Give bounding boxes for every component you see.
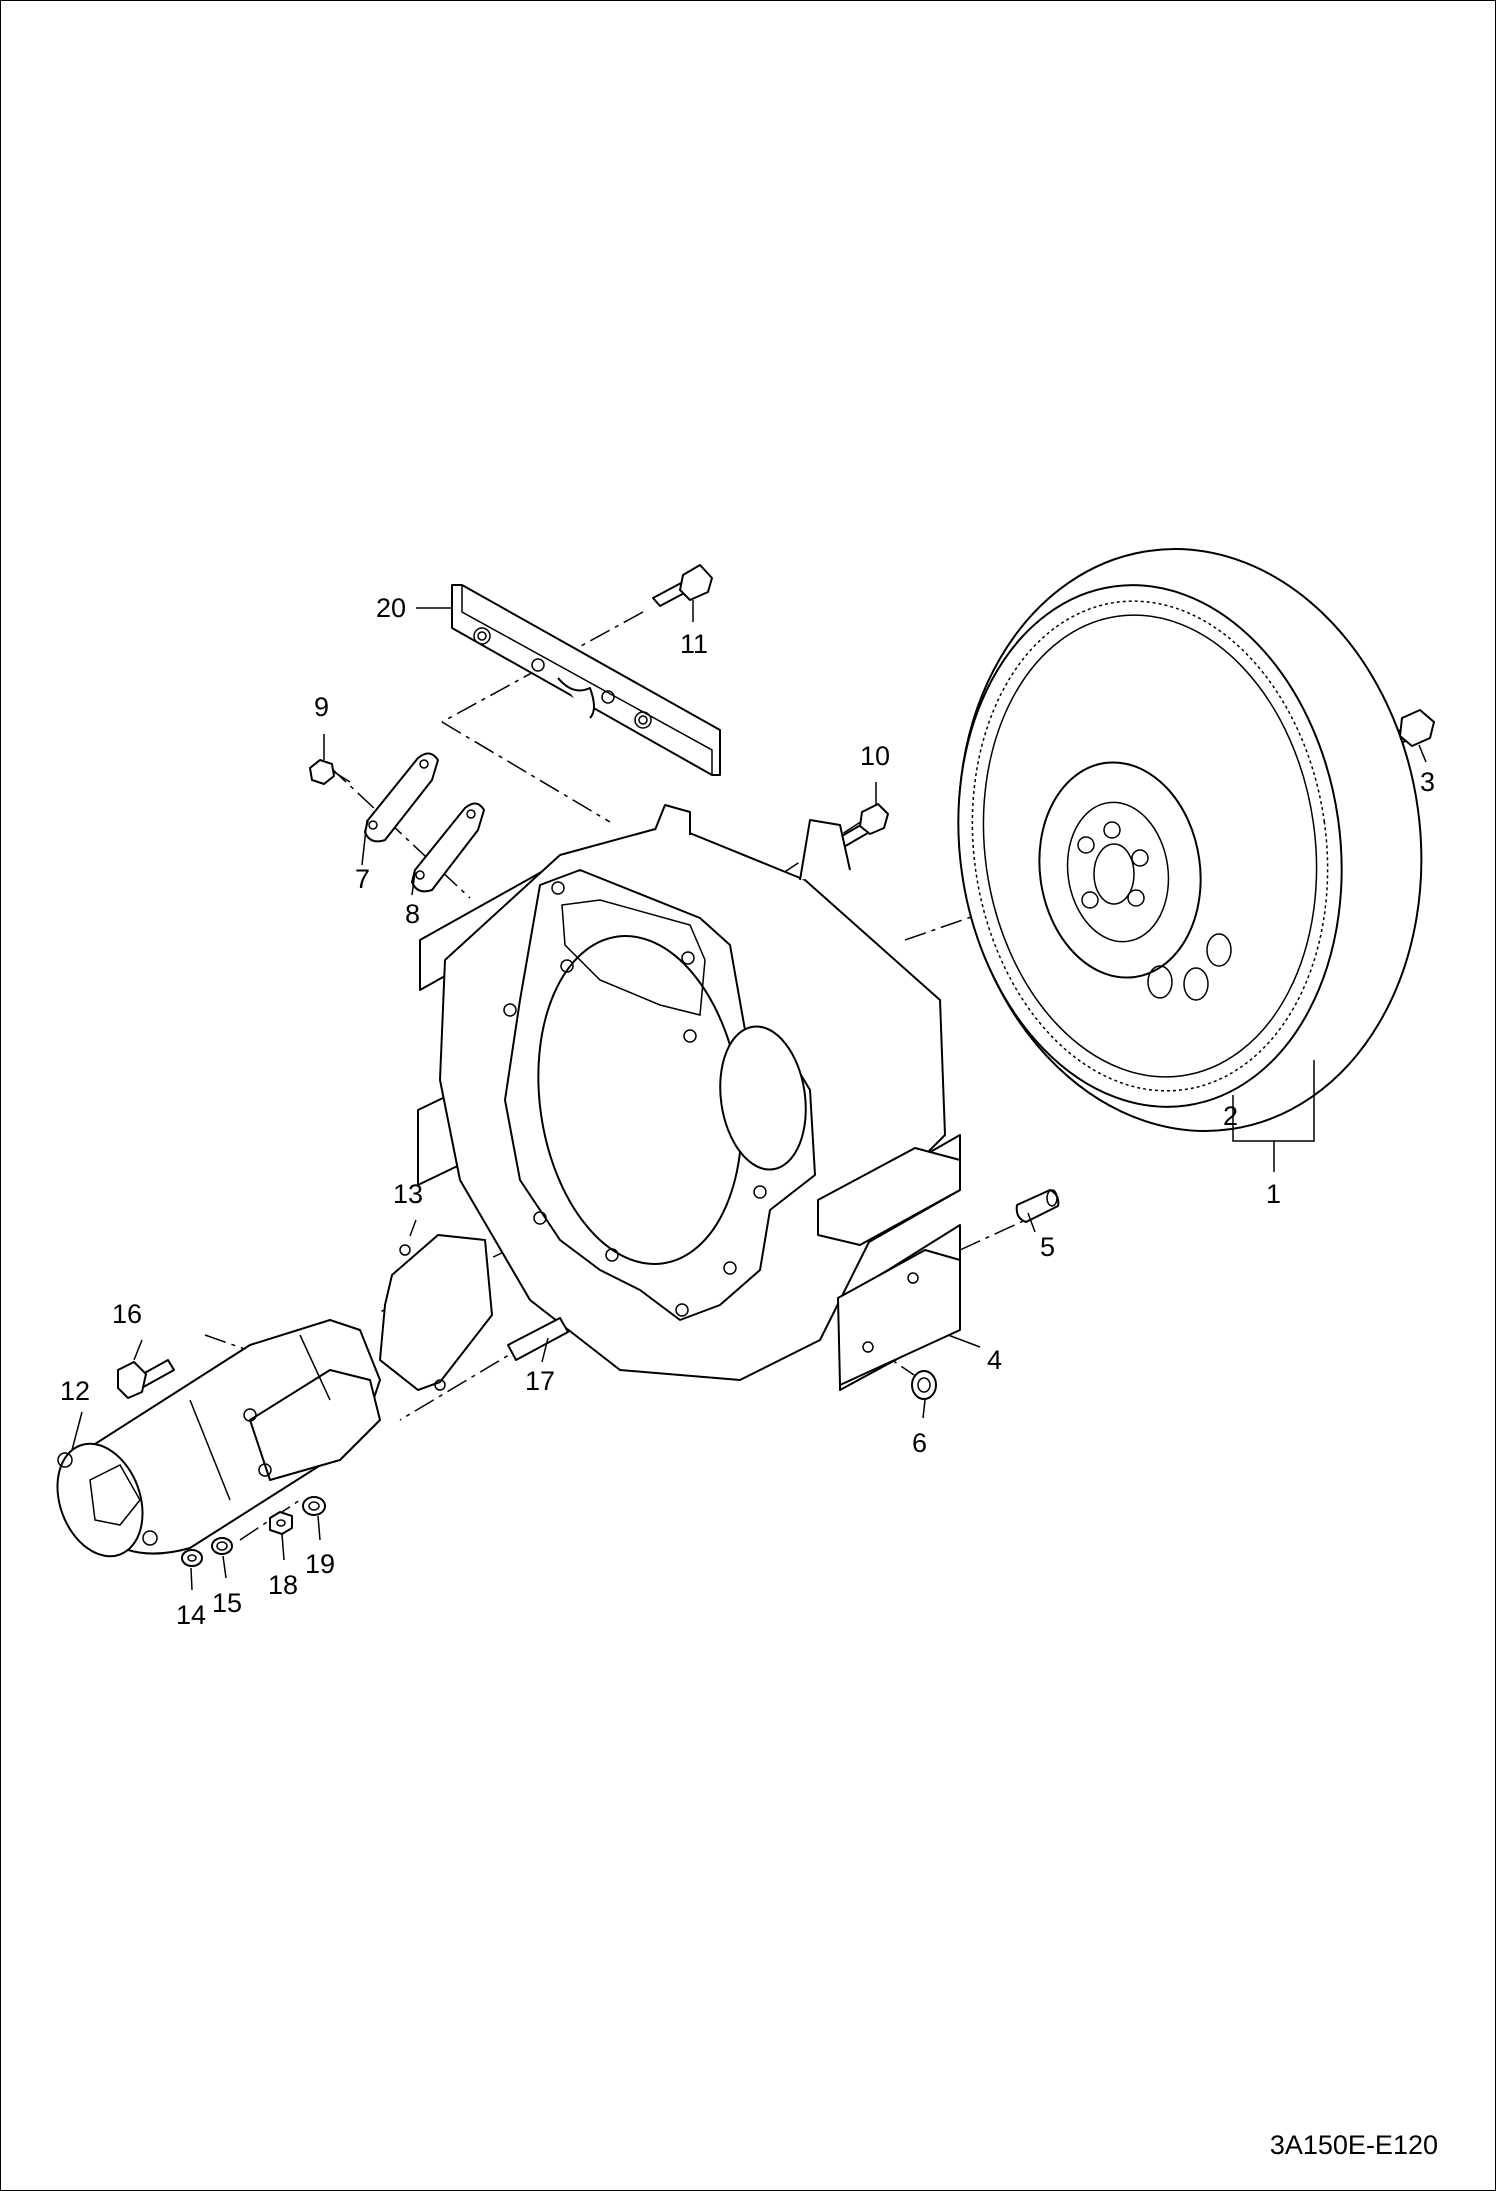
bolt-9 (309, 759, 351, 785)
diagram-code: 3A150E-E120 (1269, 2130, 1438, 2160)
callout-4: 4 (987, 1345, 1002, 1375)
callout-9: 9 (314, 692, 329, 722)
callout-8: 8 (405, 899, 420, 929)
stud-17 (507, 1317, 569, 1361)
washer-19 (302, 1496, 326, 1516)
leader-lines (71, 600, 1427, 1591)
callout-19: 19 (305, 1549, 335, 1579)
cover-plate-7 (364, 752, 439, 843)
callout-1: 1 (1266, 1179, 1281, 1209)
callout-18: 18 (268, 1570, 298, 1600)
callout-13: 13 (393, 1179, 423, 1209)
callout-5: 5 (1040, 1232, 1055, 1262)
callout-15: 15 (212, 1588, 242, 1618)
callout-20: 20 (376, 593, 406, 623)
washer-15 (211, 1537, 233, 1555)
callout-labels: 20 11 9 7 8 10 3 2 1 5 4 6 13 17 16 12 1… (60, 593, 1435, 1630)
flywheel (957, 548, 1423, 1132)
flywheel-housing (417, 804, 961, 1391)
nut-18 (269, 1511, 293, 1535)
callout-10: 10 (860, 741, 890, 771)
callout-12: 12 (60, 1376, 90, 1406)
dowel-pin (1015, 1189, 1060, 1223)
callout-11: 11 (680, 629, 708, 659)
nut-14 (181, 1549, 203, 1567)
callout-2: 2 (1223, 1101, 1238, 1131)
adapter-plate (451, 584, 721, 776)
callout-16: 16 (112, 1299, 142, 1329)
bolt-11 (652, 564, 713, 607)
callout-3: 3 (1420, 767, 1435, 797)
callout-17: 17 (525, 1366, 555, 1396)
bolt-16 (117, 1359, 175, 1399)
plug-6 (911, 1370, 937, 1400)
callout-14: 14 (176, 1600, 206, 1630)
starter-motor (56, 1319, 381, 1558)
cover-plate-8 (411, 802, 485, 893)
callout-7: 7 (355, 864, 370, 894)
callout-6: 6 (912, 1428, 927, 1458)
starter-gasket (379, 1234, 493, 1391)
